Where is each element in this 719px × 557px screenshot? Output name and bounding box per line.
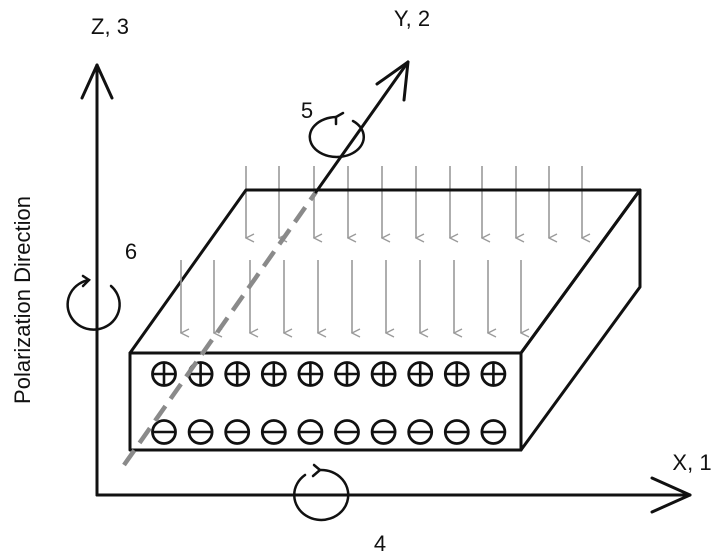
positive-charge bbox=[480, 361, 507, 387]
rotation-y-icon bbox=[308, 111, 366, 159]
x-axis bbox=[95, 476, 692, 514]
positive-charge bbox=[407, 361, 434, 387]
piezo-block bbox=[128, 188, 642, 452]
y-axis-label: Y, 2 bbox=[394, 6, 430, 31]
rotation-x-label: 4 bbox=[374, 531, 386, 556]
negative-charge bbox=[151, 419, 177, 445]
block-front-face bbox=[128, 351, 523, 452]
negative-charge bbox=[370, 419, 397, 445]
negative-charge bbox=[480, 419, 507, 445]
rotation-y-label: 5 bbox=[301, 98, 313, 123]
rotation-z-icon bbox=[66, 274, 121, 331]
block-right-face bbox=[519, 188, 642, 452]
y-axis bbox=[122, 60, 410, 467]
rotation-z-label: 6 bbox=[125, 239, 137, 264]
positive-charge bbox=[151, 361, 177, 387]
block-top-face bbox=[128, 188, 642, 355]
field-arrows-back bbox=[246, 166, 582, 238]
positive-charge bbox=[370, 361, 397, 387]
z-axis bbox=[80, 63, 114, 497]
negative-charge bbox=[187, 419, 214, 445]
negative-charge bbox=[443, 419, 470, 445]
z-axis-label: Z, 3 bbox=[91, 14, 129, 39]
polarization-direction-label: Polarization Direction bbox=[10, 196, 35, 404]
negative-charge bbox=[297, 419, 324, 445]
negative-charge bbox=[407, 419, 434, 445]
positive-charge bbox=[443, 361, 470, 387]
positive-charges bbox=[151, 361, 507, 387]
negative-charge bbox=[334, 419, 360, 445]
x-axis-label: X, 1 bbox=[672, 450, 711, 475]
positive-charge bbox=[224, 361, 251, 387]
negative-charge bbox=[224, 419, 251, 445]
positive-charge bbox=[297, 361, 324, 387]
field-arrows-front bbox=[181, 260, 521, 333]
rotation-x-icon bbox=[292, 463, 350, 522]
negative-charge bbox=[260, 419, 287, 445]
negative-charges bbox=[151, 419, 507, 445]
positive-charge bbox=[260, 361, 287, 387]
positive-charge bbox=[334, 361, 360, 387]
